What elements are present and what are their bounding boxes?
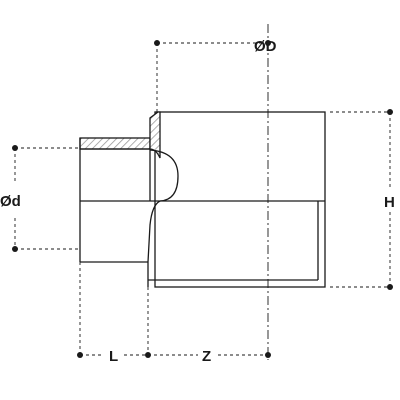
dimension-outer-diameter: ØD xyxy=(154,38,277,112)
body-outline xyxy=(154,111,326,288)
spigot-hatched-wall xyxy=(79,137,151,150)
od-dot-right xyxy=(265,40,271,46)
h-dot-top xyxy=(387,109,393,115)
dimension-inner-diameter: Ød xyxy=(0,145,80,252)
height-label: H xyxy=(384,194,395,211)
od-dot-left xyxy=(154,40,160,46)
fitting-body xyxy=(80,111,326,288)
spigot-shoulder-hatch xyxy=(149,111,161,159)
spigot-length-label: L xyxy=(109,348,118,365)
transition-curve-lower xyxy=(147,200,161,287)
z-dot-right xyxy=(265,352,271,358)
h-dot-bottom xyxy=(387,284,393,290)
transition-curve-upper xyxy=(149,149,179,202)
lz-dot-middle xyxy=(145,352,151,358)
l-dot-left xyxy=(77,352,83,358)
inner-diameter-label: Ød xyxy=(0,193,21,210)
id-dot-top xyxy=(12,145,18,151)
spigot xyxy=(79,111,179,287)
outer-diameter-label: ØD xyxy=(254,38,277,55)
offset-label: Z xyxy=(202,348,211,365)
id-dot-bottom xyxy=(12,246,18,252)
dimension-height: H xyxy=(330,109,395,290)
dimension-bottom: L Z xyxy=(77,262,271,365)
